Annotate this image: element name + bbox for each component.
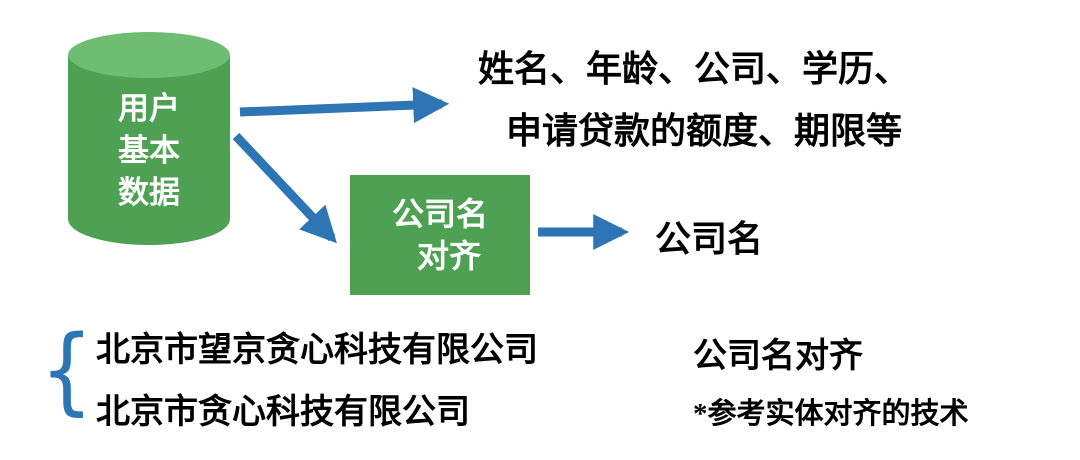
note-subtitle: *参考实体对齐的技术 bbox=[693, 398, 969, 430]
attributes-text: 姓名、年龄、公司、学历、 申请贷款的额度、期限等 bbox=[478, 38, 910, 162]
output-company-name-label: 公司名 bbox=[655, 219, 764, 259]
curly-brace: { bbox=[40, 315, 94, 425]
example-company-name-1: 北京市望京贪心科技有限公司 bbox=[96, 332, 538, 369]
database-label-line2: 基本 bbox=[118, 133, 180, 168]
note-title: 公司名对齐 bbox=[693, 338, 863, 375]
attributes-line2: 申请贷款的额度、期限等 bbox=[506, 111, 903, 151]
arrow-database-to-alignment-box bbox=[232, 132, 337, 244]
cylinder-body-shape bbox=[68, 55, 230, 245]
alignment-box-line1: 公司名 bbox=[391, 196, 488, 232]
cylinder-top-ellipse bbox=[68, 32, 230, 78]
database-label: 用户 基本 数据 bbox=[68, 88, 230, 214]
database-label-line1: 用户 bbox=[118, 91, 180, 126]
arrow-database-to-attributes bbox=[239, 87, 450, 124]
example-company-name-2: 北京市贪心科技有限公司 bbox=[96, 394, 470, 431]
attributes-line1: 姓名、年龄、公司、学历、 bbox=[478, 49, 911, 89]
database-cylinder: 用户 基本 数据 bbox=[68, 32, 230, 246]
company-alignment-box: 公司名 对齐 bbox=[350, 175, 530, 295]
alignment-box-line2: 对齐 bbox=[416, 238, 481, 274]
database-label-line3: 数据 bbox=[118, 175, 180, 210]
